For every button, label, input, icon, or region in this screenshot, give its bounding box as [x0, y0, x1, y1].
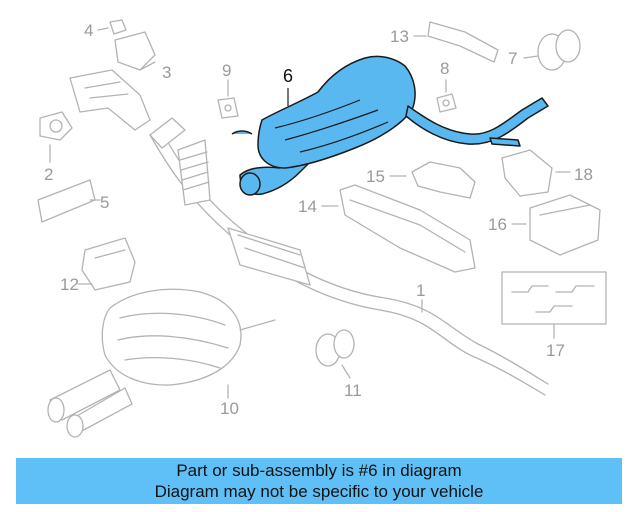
part-11-clamp[interactable]: 11 — [315, 329, 362, 400]
callout-7: 7 — [508, 49, 517, 68]
callout-18: 18 — [574, 165, 593, 184]
callout-16: 16 — [488, 215, 507, 234]
part-3-bracket[interactable]: 3 — [114, 31, 171, 82]
part-6-rear-muffler[interactable]: 6 — [231, 55, 549, 196]
callout-2: 2 — [44, 165, 53, 184]
part-5-hanger[interactable]: 5 — [37, 179, 109, 223]
part-2-gasket[interactable]: 2 — [39, 111, 73, 184]
callout-14: 14 — [298, 197, 317, 216]
callout-4: 4 — [84, 21, 93, 40]
part-14-heat-shield[interactable]: 14 — [298, 184, 476, 273]
callout-3: 3 — [162, 63, 171, 82]
caption-line-2: Diagram may not be specific to your vehi… — [154, 482, 484, 501]
callout-8: 8 — [440, 59, 449, 78]
part-17-label-kit[interactable]: 17 — [501, 271, 607, 360]
caption-line-1: Part or sub-assembly is #6 in diagram — [176, 461, 462, 480]
part-18-bracket[interactable]: 18 — [501, 149, 593, 197]
callout-1: 1 — [416, 281, 425, 300]
callout-15: 15 — [366, 167, 385, 186]
part-16-bracket[interactable]: 16 — [488, 194, 601, 256]
callout-1-group: 1 — [416, 281, 425, 313]
part-15-heat-shield[interactable]: 15 — [366, 161, 476, 199]
callout-10: 10 — [220, 399, 239, 418]
part-7-clamp[interactable]: 7 — [508, 29, 581, 71]
part-13-bracket[interactable]: 13 — [390, 21, 499, 63]
callout-17: 17 — [546, 341, 565, 360]
part-12-bracket[interactable]: 12 — [60, 237, 136, 294]
callout-11: 11 — [344, 381, 362, 400]
part-1-exhaust-pipe[interactable] — [149, 117, 549, 396]
part-8-rubber-hanger[interactable]: 8 — [436, 59, 457, 113]
callout-12: 12 — [60, 275, 79, 294]
part-10-muffler[interactable]: 10 — [47, 288, 276, 438]
callout-5: 5 — [100, 193, 109, 212]
callout-6: 6 — [283, 66, 293, 86]
part-4-nut[interactable]: 4 — [84, 19, 127, 40]
callout-13: 13 — [390, 27, 409, 46]
exhaust-diagram: 2 3 4 5 6 7 — [37, 19, 607, 438]
part-9-rubber-hanger[interactable]: 9 — [217, 61, 239, 119]
caption-banner: Part or sub-assembly is #6 in diagram Di… — [16, 458, 622, 504]
callout-9: 9 — [222, 61, 231, 80]
catalytic-converter[interactable] — [69, 69, 151, 131]
